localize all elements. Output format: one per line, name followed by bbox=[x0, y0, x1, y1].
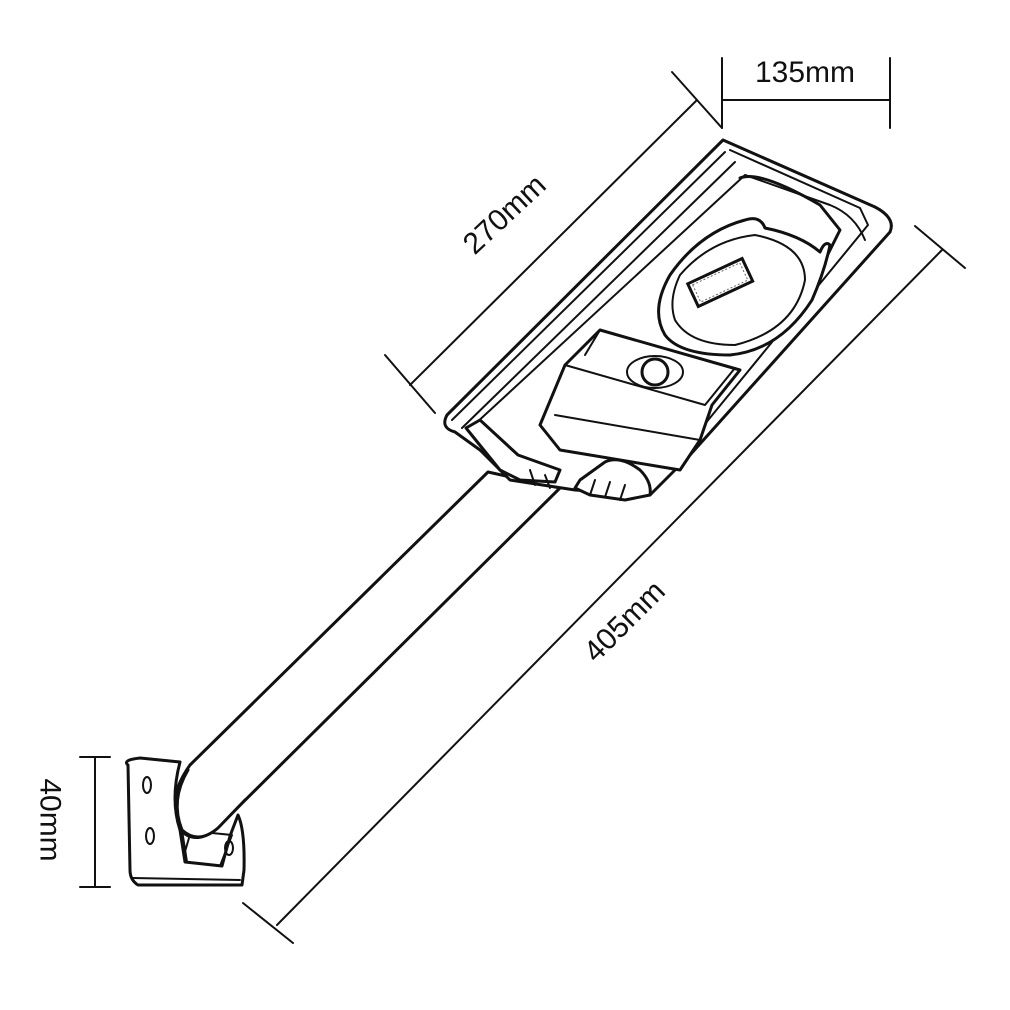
dimension-405-lines bbox=[242, 225, 966, 944]
dimension-270-lines bbox=[384, 71, 723, 414]
motion-sensor-icon bbox=[626, 355, 684, 389]
lamp-housing bbox=[443, 138, 893, 502]
solar-cell-grid bbox=[685, 256, 755, 309]
wall-bracket bbox=[125, 756, 247, 887]
dimension-135-lines bbox=[721, 57, 891, 129]
dimension-label-135: 135mm bbox=[755, 56, 856, 89]
dimension-40-lines bbox=[79, 756, 111, 888]
dimension-label-40: 40mm bbox=[33, 778, 67, 862]
